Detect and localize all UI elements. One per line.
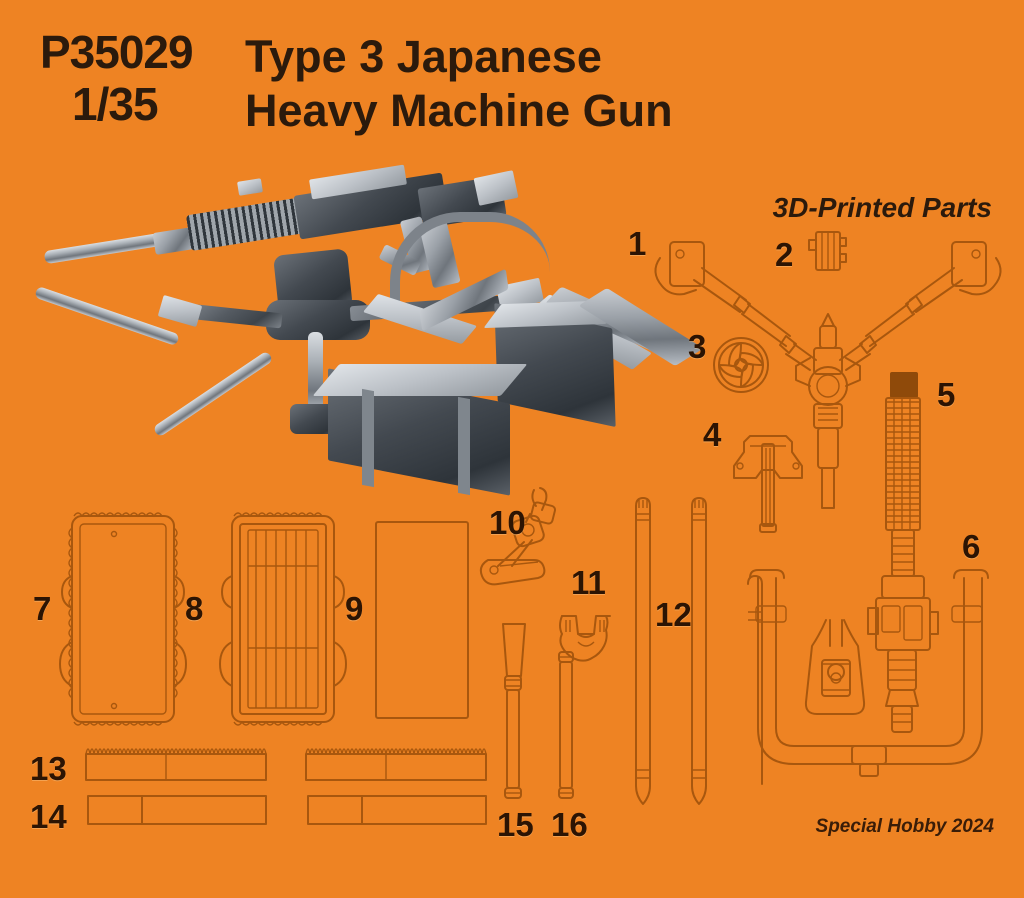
kit-code: P35029 (40, 26, 194, 78)
kit-parts-photo (28, 160, 708, 510)
lineart-part-11-clamp (556, 612, 616, 666)
part-label-rod-flared: 15 (497, 806, 534, 843)
photo-front-sight (237, 178, 263, 196)
photo-carry-handle (390, 212, 550, 308)
part-label-tripod-foot-bracket: 4 (703, 416, 722, 453)
part-label-elevation-wheel: 3 (688, 328, 707, 365)
photo-barrel-muzzle (43, 232, 163, 265)
photo-ammo-box-left-lid (312, 364, 528, 396)
lineart-part-6-yoke (740, 569, 1000, 812)
lineart-part-12-poles (628, 492, 718, 812)
part-label-bipod-clamp: 11 (571, 564, 606, 601)
lineart-part-14-belts (86, 792, 506, 828)
part-label-carry-yoke: 6 (962, 528, 981, 565)
part-label-trigger-assembly: 10 (489, 504, 526, 541)
part-label-panel-plain: 7 (33, 590, 52, 627)
lineart-tripod-assembly (648, 228, 1008, 509)
lineart-part-7-panel (59, 508, 187, 730)
lineart-part-6-grip-detail (800, 619, 870, 730)
title-line-1: Type 3 Japanese (245, 31, 602, 82)
lineart-part-2-block (806, 228, 850, 274)
photo-cooling-jacket (185, 196, 309, 252)
lineart-part-10-assembly (478, 484, 578, 586)
part-label-finned-barrel: 5 (937, 376, 956, 413)
lineart-part-4-bracket (728, 428, 808, 538)
part-label-panel-ribbed: 8 (185, 590, 204, 627)
kit-scale: 1/35 (72, 78, 159, 130)
lineart-part-12-pole-extra (742, 572, 768, 802)
page-title: Type 3 Japanese Heavy Machine Gun (245, 30, 673, 138)
title-line-2: Heavy Machine Gun (245, 85, 673, 136)
kit-identifier-block: P35029 1/35 (40, 26, 194, 130)
photo-tripod-foot-left (157, 294, 203, 328)
part-label-ammo-belt-toothed: 13 (30, 750, 67, 787)
part-label-rod-straight: 16 (551, 806, 588, 843)
photo-butt-plate (473, 170, 519, 206)
lineart-part-5-barrel (867, 368, 939, 748)
lineart-part-8-panel (219, 508, 347, 730)
part-label-ammo-belt-plain: 14 (30, 798, 67, 835)
photo-ammo-box-strap-1 (362, 388, 374, 488)
lineart-part-9-panel (372, 518, 472, 722)
lineart-part-3-wheel (710, 334, 772, 396)
photo-ammo-box-strap-2 (458, 396, 470, 496)
lineart-part-13-belts (84, 742, 504, 786)
part-label-small-block: 2 (775, 236, 794, 273)
lineart-part-16-rod (553, 648, 579, 802)
lineart-part-15-rod (497, 620, 531, 802)
printed-parts-heading: 3D-Printed Parts (772, 192, 992, 223)
publisher-credit: Special Hobby 2024 (815, 816, 994, 837)
part-label-carry-poles: 12 (655, 596, 692, 633)
part-label-tripod-leg-left: 1 (628, 225, 647, 262)
part-label-panel-blank: 9 (345, 590, 364, 627)
photo-loose-rod-2 (152, 350, 274, 438)
